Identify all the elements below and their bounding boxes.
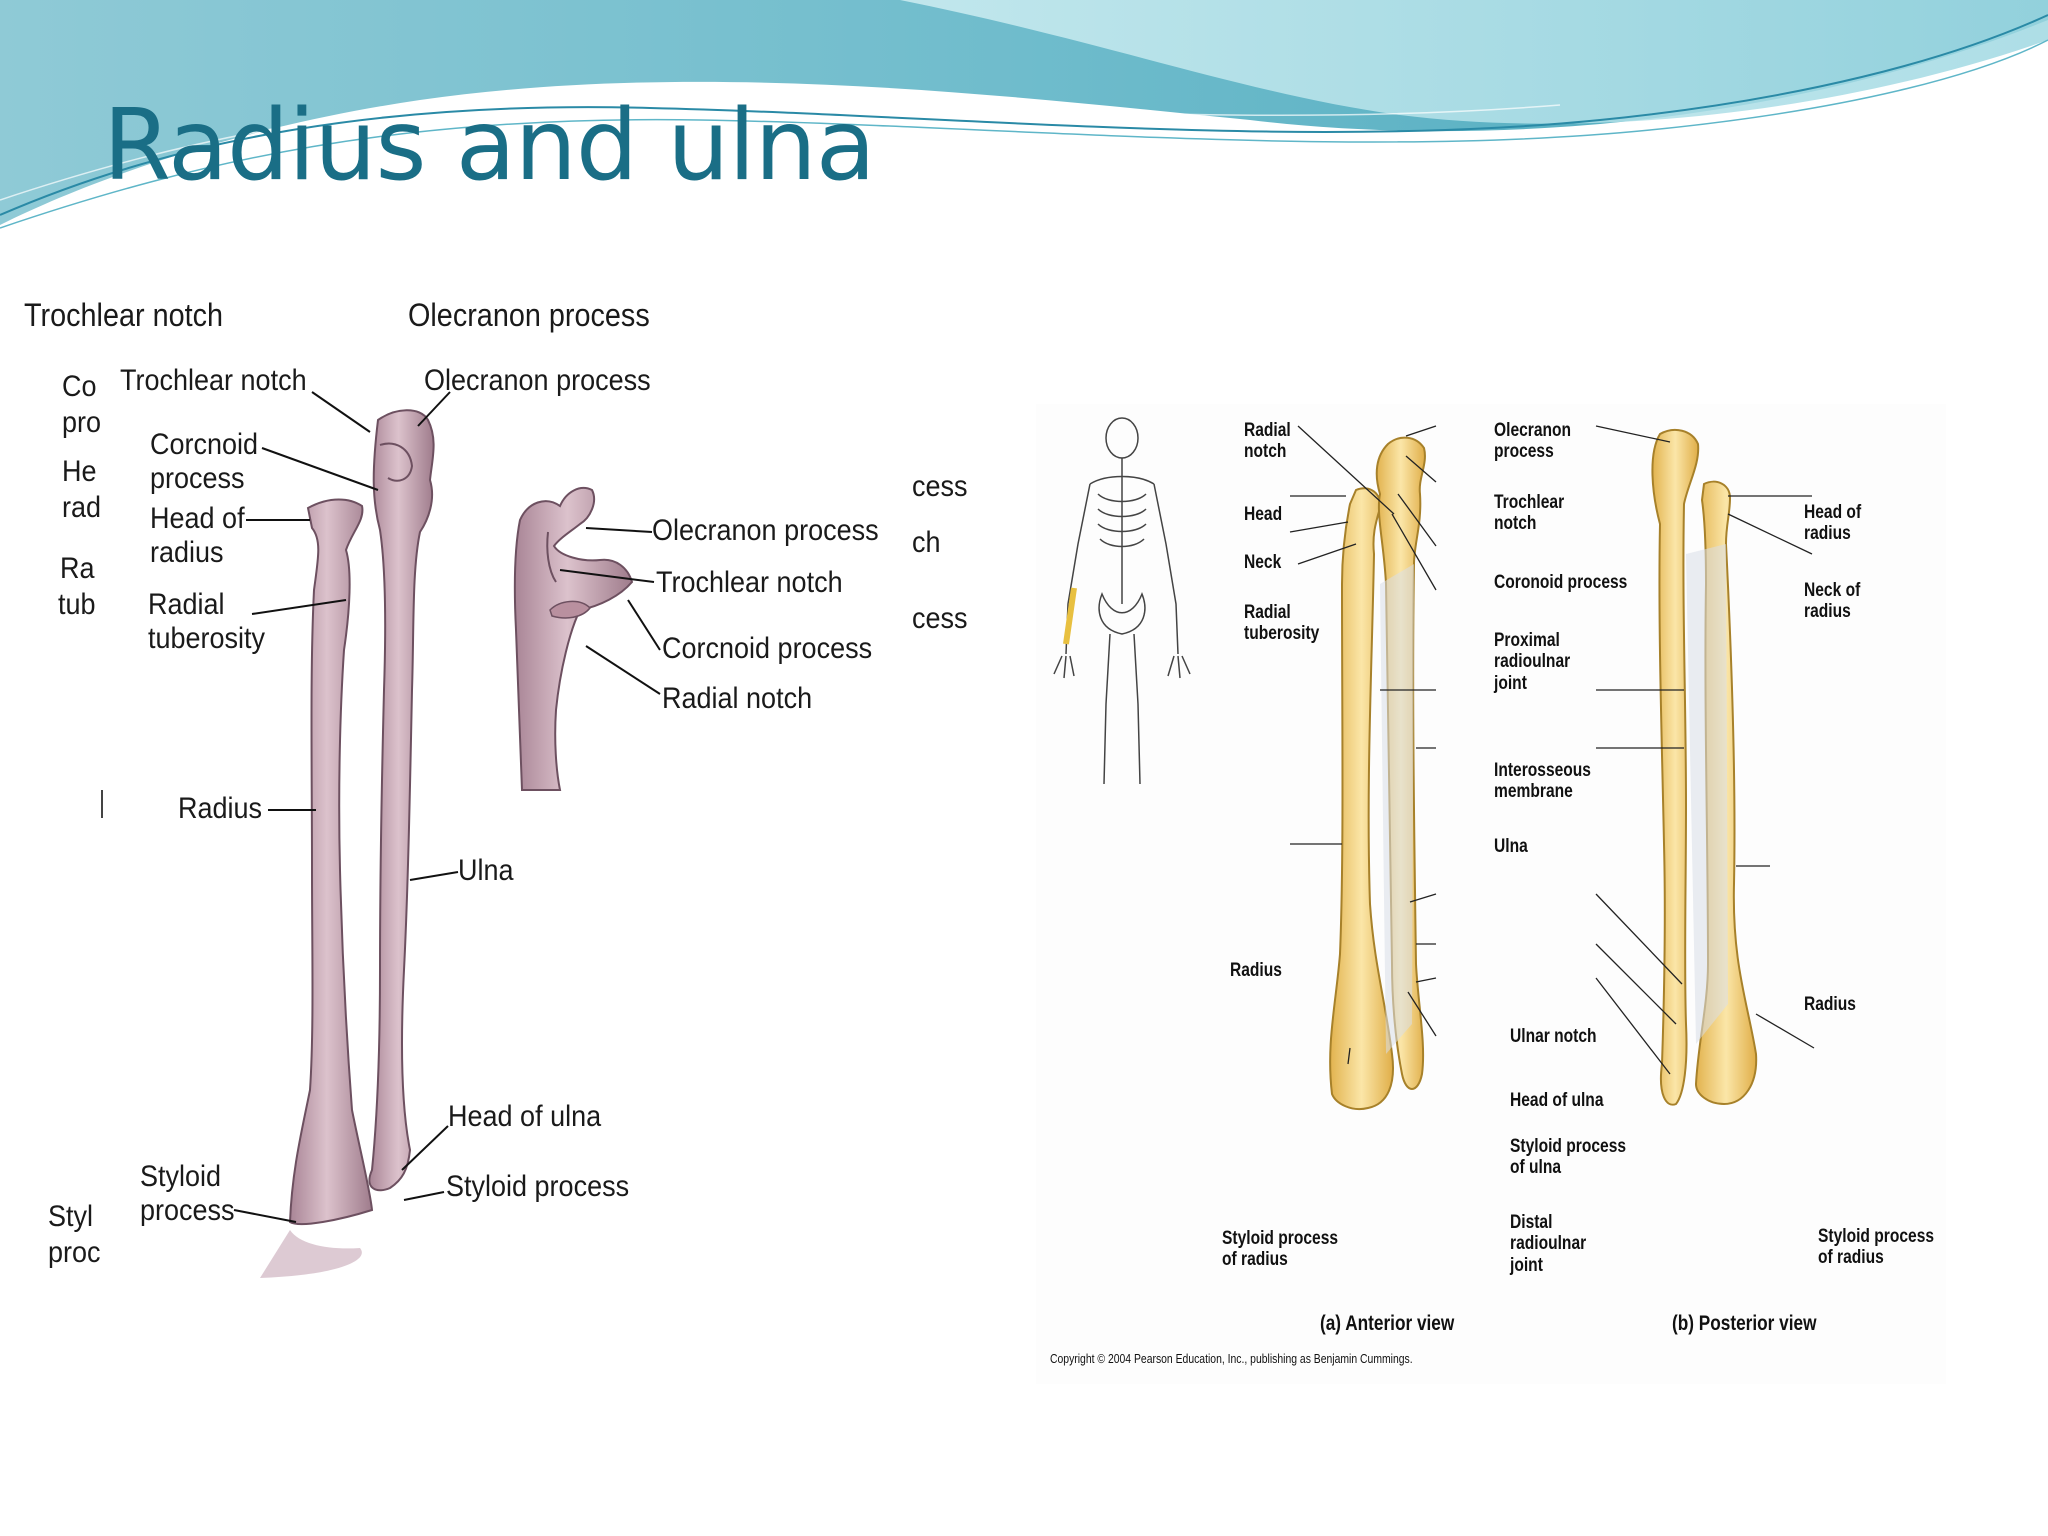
caption-posterior-view: (b) Posterior view [1672, 1312, 1817, 1335]
left-forearm-diagram: Trochlear notch Olecranon process Co pro… [0, 270, 1030, 1310]
label-interosseous-membrane: Interosseous membrane [1494, 760, 1591, 803]
bg-fragment-he: He [62, 455, 97, 488]
inset-proximal-ulna [513, 487, 634, 791]
inset-label-trochlear-notch: Trochlear notch [656, 566, 843, 599]
bg-fragment-rad: rad [62, 491, 102, 524]
label-radial-notch: Radial notch [1244, 420, 1291, 463]
header-wave-decoration [0, 0, 2048, 229]
label-radius: Radius [178, 792, 263, 825]
label-neck: Neck [1244, 552, 1282, 573]
ulna-bone [368, 409, 435, 1192]
pink-radius-ulna-illustration [101, 391, 661, 1278]
label-radial-tuberosity: Radial tuberosity [1244, 602, 1320, 645]
label-olecranon-process: Olecranon process [1494, 420, 1572, 463]
label-head-of-ulna: Head of ulna [1510, 1090, 1604, 1111]
radius-bone [288, 498, 374, 1226]
posterior-ulna [1651, 428, 1700, 1106]
label-olecranon-process: Olecranon process [424, 364, 651, 397]
label-trochlear-notch: Trochlear notch [120, 364, 307, 397]
label-head-of-radius: Head of radius [150, 502, 245, 569]
caption-anterior-view: (a) Anterior view [1320, 1312, 1455, 1335]
label-radius-posterior: Radius [1804, 994, 1856, 1015]
anterior-radius [1329, 487, 1394, 1110]
label-ulna: Ulna [458, 854, 514, 887]
label-head: Head [1244, 504, 1283, 525]
bg-fragment-ra: Ra [60, 552, 95, 585]
copyright-notice: Copyright © 2004 Pearson Education, Inc.… [1050, 1351, 1413, 1366]
label-ulnar-notch: Ulnar notch [1510, 1026, 1597, 1047]
inset-label-olecranon-process: Olecranon process [652, 514, 879, 547]
bg-label-trochlear-notch: Trochlear notch [24, 297, 224, 333]
bg-label-olecranon-process: Olecranon process [408, 297, 650, 333]
bg-fragment-styl: Styl [48, 1200, 94, 1233]
label-styloid-process-of-radius-anterior: Styloid process of radius [1222, 1228, 1339, 1271]
bg-fragment-ch: ch [912, 526, 941, 559]
label-coronoid-process: Coronoid process [1494, 572, 1628, 593]
label-coronoid-process: Corcnoid process [150, 428, 259, 495]
yellow-radius-ulna-illustration [1053, 417, 1815, 1110]
bg-fragment-co: Co [62, 370, 97, 403]
label-head-of-ulna: Head of ulna [448, 1100, 602, 1133]
label-styloid-process-radius: Styloid process [140, 1160, 235, 1227]
label-radial-tuberosity: Radial tuberosity [148, 588, 266, 655]
inset-label-radial-notch: Radial notch [662, 682, 813, 715]
label-styloid-process-of-ulna: Styloid process of ulna [1510, 1136, 1627, 1179]
slide-title: Radius and ulna [103, 89, 876, 203]
label-distal-radioulnar-joint: Distal radioulnar joint [1510, 1212, 1587, 1276]
bg-fragment-cess-1: cess [912, 470, 968, 503]
right-forearm-diagram: Radial notch Head Neck Radial tuberosity… [1036, 404, 1946, 1384]
label-proximal-radioulnar-joint: Proximal radioulnar joint [1494, 630, 1571, 694]
label-neck-of-radius: Neck of radius [1804, 580, 1861, 623]
label-trochlear-notch: Trochlear notch [1494, 492, 1565, 535]
label-head-of-radius: Head of radius [1804, 502, 1862, 545]
bg-fragment-tub: tub [58, 588, 96, 621]
bg-fragment-pro: pro [62, 406, 102, 439]
bg-fragment-proc: proc [48, 1236, 101, 1269]
label-ulna: Ulna [1494, 836, 1528, 857]
label-styloid-process-of-radius-posterior: Styloid process of radius [1818, 1226, 1935, 1269]
anterior-interosseous-membrane [1380, 564, 1414, 1054]
inset-label-coronoid-process: Corcnoid process [662, 632, 873, 665]
label-styloid-process-ulna: Styloid process [446, 1170, 630, 1203]
label-radius-anterior: Radius [1230, 960, 1282, 981]
bg-fragment-cess-2: cess [912, 602, 968, 635]
